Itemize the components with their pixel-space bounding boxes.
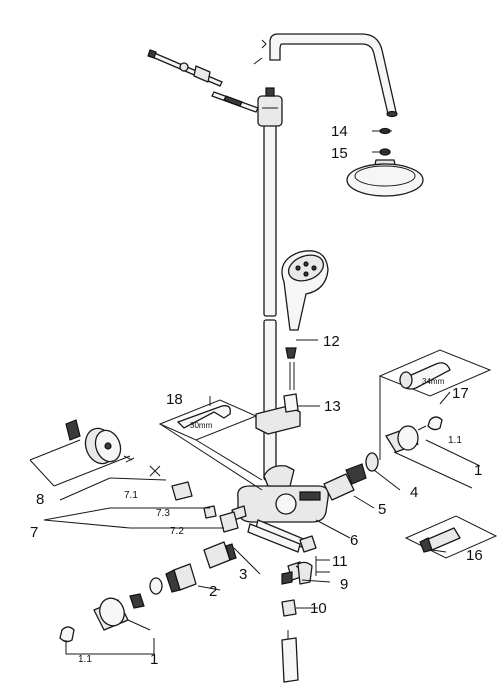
callout-6: 6	[350, 532, 358, 549]
flange-8	[65, 419, 135, 465]
callout-16: 16	[466, 547, 483, 564]
wrench-dim-text: 30mm	[190, 421, 213, 430]
spout-outlet	[281, 599, 299, 683]
callout-5: 5	[378, 501, 386, 518]
fitting-2	[149, 563, 197, 595]
callout-1-left: 1	[150, 651, 158, 668]
callout-13: 13	[324, 398, 341, 415]
callout-4: 4	[410, 484, 418, 501]
callout-10: 10	[310, 600, 327, 617]
head-shower	[346, 127, 424, 197]
fitting-3	[203, 541, 237, 569]
slide-holder	[255, 393, 301, 435]
hose-washer	[285, 347, 297, 359]
diverter-handle	[247, 523, 301, 553]
wrench-tool-18: 30mm	[158, 399, 258, 441]
washer-4	[365, 452, 379, 472]
flange-1-right	[385, 416, 443, 453]
callout-7-2: 7.2	[170, 526, 184, 537]
callout-17: 17	[452, 385, 469, 402]
callout-7-1: 7.1	[124, 490, 138, 501]
check-valve-7	[149, 465, 239, 533]
callout-1-right: 1	[474, 462, 482, 479]
callout-7: 7	[30, 524, 38, 541]
callout-8: 8	[36, 491, 44, 508]
callout-3: 3	[239, 566, 247, 583]
callout-11: 11	[332, 553, 348, 570]
callout-labels: 14 15 12 13 17 18 1.1 1 4 5 6 8 7.1 7.3 …	[30, 123, 483, 668]
callout-9: 9	[340, 576, 348, 593]
hose	[289, 362, 295, 390]
shower-arm	[269, 33, 398, 118]
cartridge-16	[404, 515, 498, 559]
hand-shower	[281, 250, 329, 331]
callout-7-3: 7.3	[156, 508, 170, 519]
callout-15: 15	[331, 145, 348, 162]
callout-14: 14	[331, 123, 348, 140]
flange-1-left	[59, 593, 145, 643]
riser-pipe	[263, 95, 277, 481]
callout-2: 2	[209, 583, 217, 600]
key-tool-17: 34mm	[378, 349, 492, 397]
wall-anchor-top	[147, 39, 267, 113]
leader-lines	[29, 130, 481, 655]
callout-1-1-right: 1.1	[448, 435, 462, 446]
wall-bracket-top	[257, 87, 283, 127]
eccentric-5	[323, 463, 367, 501]
bath-spout-parts	[281, 535, 317, 585]
callout-12: 12	[323, 333, 340, 350]
callout-18: 18	[166, 391, 183, 408]
callout-1-1-left: 1.1	[78, 654, 92, 665]
key-dim-text: 34mm	[422, 377, 445, 386]
